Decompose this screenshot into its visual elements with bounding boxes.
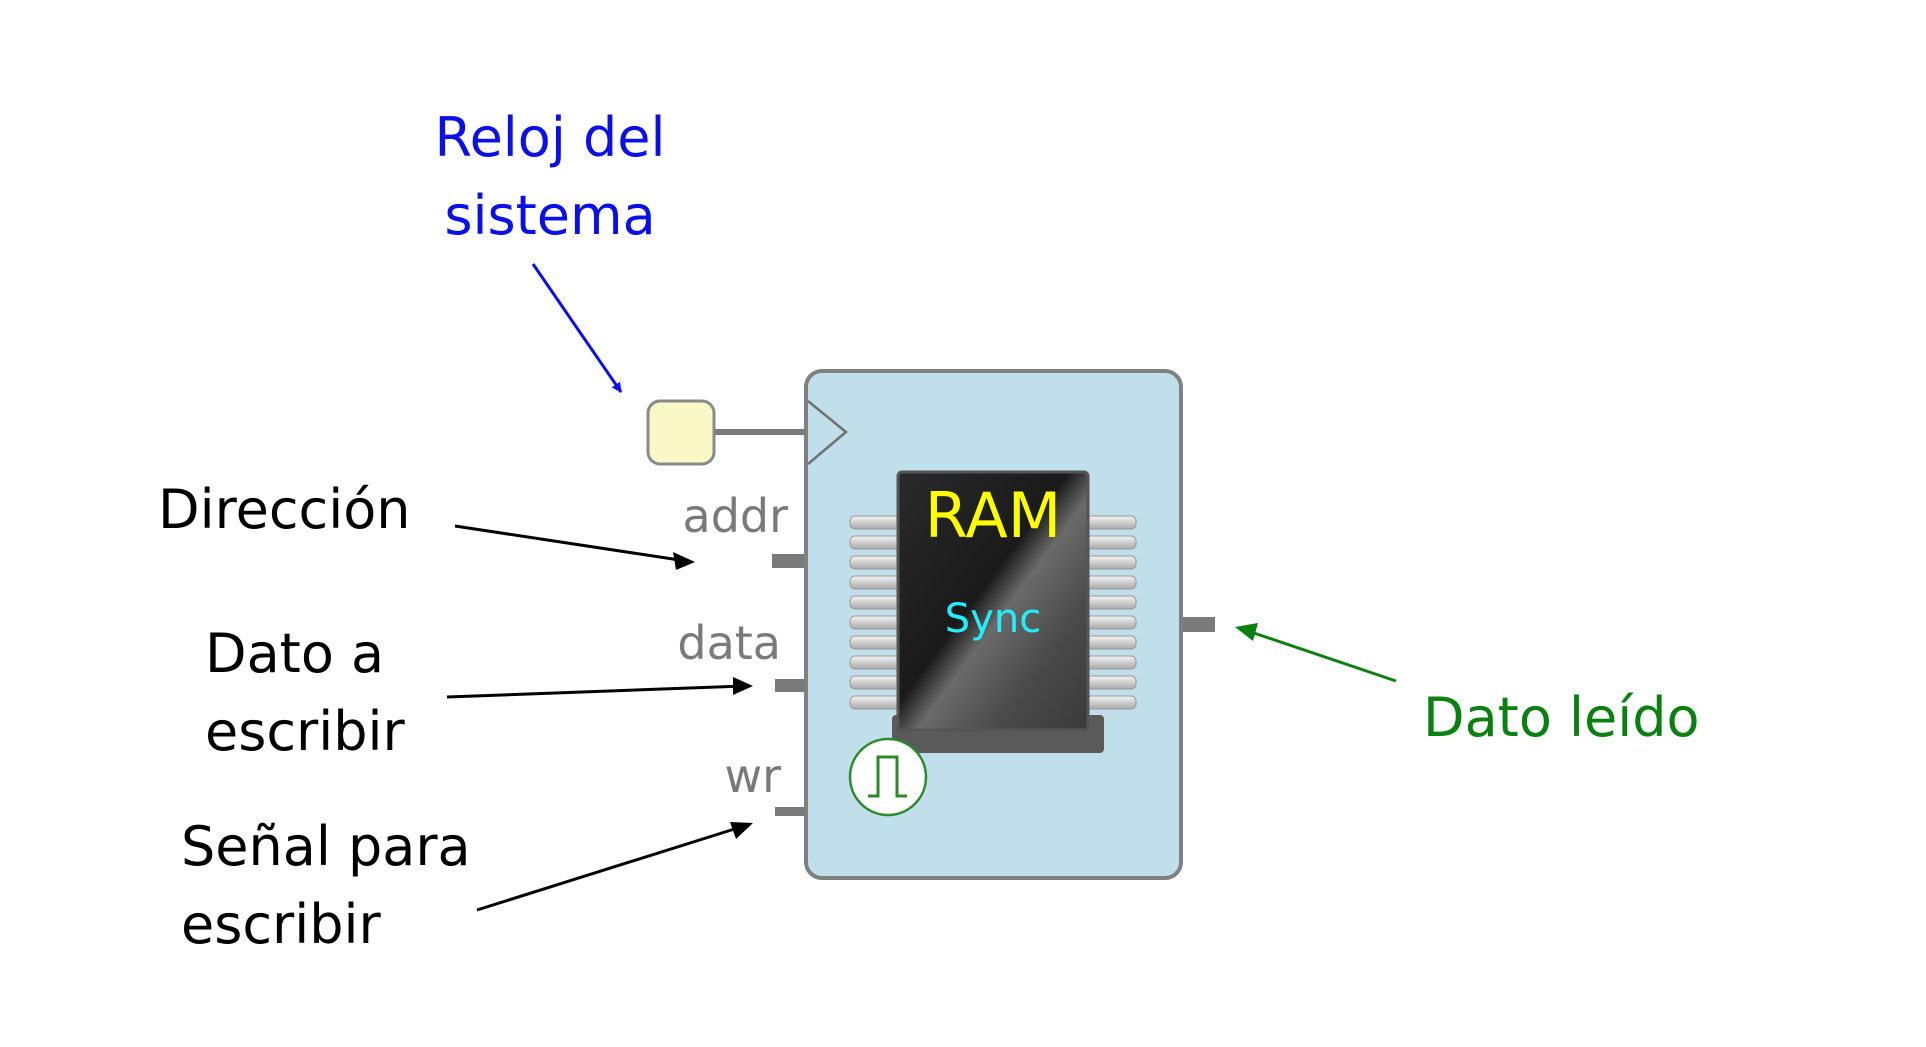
clock-input-port[interactable] <box>646 399 716 466</box>
clock-annotation-line2: sistema <box>444 184 655 247</box>
chip-pin-left <box>849 515 901 530</box>
chip-pin-right <box>1085 575 1137 590</box>
chip-pin-left <box>849 695 901 710</box>
read-data-annotation: Dato leído <box>1423 686 1700 749</box>
chip-pin-right <box>1085 655 1137 670</box>
write-data-arrow <box>446 677 753 699</box>
chip-pin-right <box>1085 635 1137 650</box>
data-pin[interactable] <box>775 679 805 692</box>
chip-pin-right <box>1085 595 1137 610</box>
port-label-addr: addr <box>683 489 789 543</box>
chip-title: RAM <box>925 479 1061 552</box>
write-signal-arrow <box>476 822 753 912</box>
clock-arrow <box>531 263 623 393</box>
wr-pin[interactable] <box>775 807 805 816</box>
write-data-annotation-line2: escribir <box>205 700 406 763</box>
write-signal-annotation-line2: escribir <box>181 893 382 956</box>
chip-pin-right <box>1085 695 1137 710</box>
read-data-arrow <box>1235 623 1397 683</box>
chip-pin-left <box>849 535 901 550</box>
clock-annotation-line1: Reloj del <box>434 106 665 169</box>
chip-pin-left <box>849 555 901 570</box>
chip-pin-right <box>1085 615 1137 630</box>
ram-chip-icon: RAM Sync <box>849 470 1137 753</box>
chip-pin-right <box>1085 555 1137 570</box>
address-annotation: Dirección <box>158 478 410 541</box>
port-label-wr: wr <box>724 749 781 803</box>
write-signal-annotation-line1: Señal para <box>181 815 471 878</box>
chip-subtitle: Sync <box>945 596 1041 642</box>
addr-pin[interactable] <box>772 554 804 568</box>
chip-pin-left <box>849 675 901 690</box>
address-arrow <box>454 524 695 570</box>
chip-pin-right <box>1085 535 1137 550</box>
chip-pin-right <box>1085 675 1137 690</box>
clock-pulse-icon <box>848 737 928 817</box>
read-data-pin[interactable] <box>1183 617 1215 632</box>
port-label-data: data <box>677 616 781 670</box>
chip-pin-left <box>849 635 901 650</box>
chip-pin-left <box>849 655 901 670</box>
write-data-annotation-line1: Dato a <box>205 622 384 685</box>
chip-pin-left <box>849 615 901 630</box>
clock-triangle-icon <box>807 400 848 465</box>
chip-pin-left <box>849 595 901 610</box>
chip-pin-left <box>849 575 901 590</box>
chip-pin-right <box>1085 515 1137 530</box>
